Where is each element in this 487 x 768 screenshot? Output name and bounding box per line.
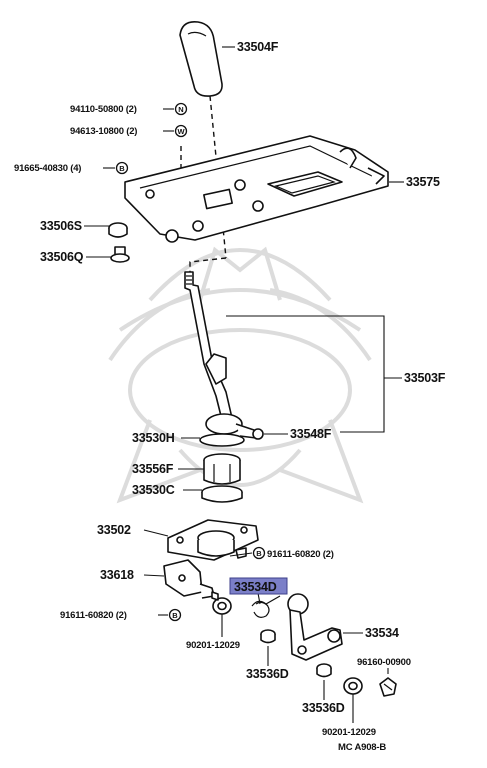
label-33618[interactable]: 33618: [100, 568, 134, 582]
label-90201-12029-right[interactable]: 90201-12029: [322, 727, 376, 738]
washer-90201-left[interactable]: [212, 597, 232, 615]
svg-text:B: B: [172, 611, 178, 620]
bushing-33536d-right[interactable]: [316, 663, 332, 678]
label-90201-12029-left[interactable]: 90201-12029: [186, 640, 240, 651]
label-91611-60820-upper[interactable]: 91611-60820 (2): [267, 549, 334, 560]
leader-lines: [84, 46, 404, 723]
highlight-box-33534d: [229, 577, 288, 595]
bushing-33506q[interactable]: [110, 246, 130, 263]
washer-90201-right[interactable]: [343, 677, 363, 695]
label-33536d-left[interactable]: 33536D: [246, 667, 289, 681]
pin-shaft: [211, 591, 219, 601]
label-33575[interactable]: 33575: [406, 175, 440, 189]
shift-knob[interactable]: [179, 20, 223, 97]
label-91611-60820-lower[interactable]: 91611-60820 (2): [60, 610, 127, 621]
label-33556f[interactable]: 33556F: [132, 462, 174, 476]
symbol-w-icon: W: [174, 124, 188, 138]
label-33530c[interactable]: 33530C: [132, 483, 175, 497]
label-33504f[interactable]: 33504F: [237, 40, 279, 54]
select-lever-33534[interactable]: [287, 593, 343, 661]
symbol-b-icon: B: [168, 608, 182, 622]
spring-33534d[interactable]: [251, 595, 281, 618]
clip-96160[interactable]: [379, 677, 397, 697]
label-94613-10800[interactable]: 94613-10800 (2): [70, 126, 137, 137]
svg-text:B: B: [119, 164, 125, 173]
label-33506s[interactable]: 33506S: [40, 219, 82, 233]
diagram-code: MC A908-B: [338, 742, 386, 753]
bracket-33618[interactable]: [163, 559, 215, 599]
seat-ring-33530h[interactable]: [199, 433, 245, 447]
label-33534d[interactable]: 33534D: [234, 580, 277, 594]
label-33548f[interactable]: 33548F: [290, 427, 332, 441]
bushing-33556f[interactable]: [203, 453, 241, 485]
svg-text:W: W: [177, 127, 185, 136]
label-91665-40830[interactable]: 91665-40830 (4): [14, 163, 81, 174]
shift-lever-housing[interactable]: [124, 135, 389, 243]
bushing-33536d-left[interactable]: [260, 629, 276, 644]
shift-lever[interactable]: [184, 271, 264, 440]
label-33506q[interactable]: 33506Q: [40, 250, 84, 264]
label-33502[interactable]: 33502: [97, 523, 131, 537]
symbol-b-icon: B: [115, 161, 129, 175]
ring-33530c[interactable]: [201, 485, 243, 503]
alignment-line-lever: [189, 257, 227, 272]
symbol-n-icon: N: [174, 102, 188, 116]
label-33530h[interactable]: 33530H: [132, 431, 175, 445]
cushion-33506s[interactable]: [108, 222, 128, 238]
label-96160-00900[interactable]: 96160-00900: [357, 657, 411, 668]
label-94110-50800[interactable]: 94110-50800 (2): [70, 104, 137, 115]
svg-text:N: N: [178, 105, 183, 114]
samurai-helmet-watermark-icon: [108, 246, 372, 504]
label-33534[interactable]: 33534: [365, 626, 399, 640]
svg-text:B: B: [256, 549, 262, 558]
label-33536d-right[interactable]: 33536D: [302, 701, 345, 715]
symbol-b-icon: B: [252, 546, 266, 560]
retainer-33502[interactable]: [167, 519, 259, 561]
label-33503f[interactable]: 33503F: [404, 371, 446, 385]
